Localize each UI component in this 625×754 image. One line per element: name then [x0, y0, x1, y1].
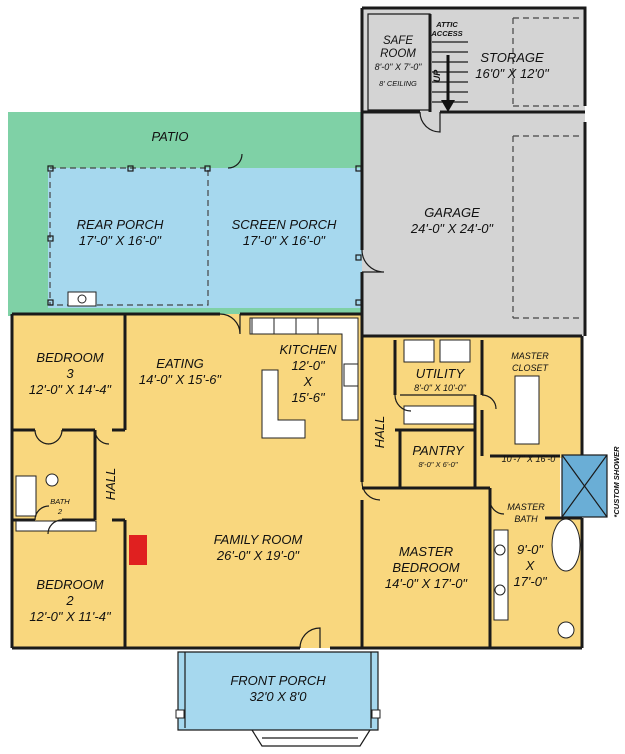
bedroom2-dims: 12'-0" X 11'-4" — [29, 609, 112, 624]
safe-room-ceiling: 8' CEILING — [379, 79, 417, 88]
safe-room-dims: 8'-0" X 7'-0" — [375, 62, 423, 72]
front-porch-label: FRONT PORCH — [230, 673, 326, 688]
bedroom3-dims: 12'-0" X 14'-4" — [29, 382, 113, 397]
bedroom2-label-1: BEDROOM — [36, 577, 103, 592]
eating-label: EATING — [156, 356, 203, 371]
area-fills — [8, 8, 607, 730]
pantry-label: PANTRY — [412, 443, 465, 458]
garage-area — [362, 8, 585, 336]
garage-label: GARAGE — [424, 205, 480, 220]
eating-dims: 14'-0" X 15'-6" — [139, 372, 223, 387]
bath2-label-1: BATH — [50, 497, 70, 506]
front-porch-area — [178, 652, 378, 730]
storage-label: STORAGE — [480, 50, 544, 65]
master-closet-label-2: CLOSET — [512, 363, 550, 373]
hall-center-label: HALL — [372, 416, 387, 449]
utility-dims: 8'-0" X 10'-0" — [414, 383, 467, 393]
utility-label: UTILITY — [416, 366, 466, 381]
master-closet-label-1: MASTER — [511, 351, 549, 361]
rear-porch-area — [48, 168, 208, 308]
safe-room-label-1: SAFE — [383, 35, 413, 47]
living-area — [12, 314, 582, 648]
patio-label: PATIO — [151, 129, 188, 144]
stair-up-label: UP — [432, 69, 442, 82]
storage-dims: 16'0" X 12'0" — [475, 66, 550, 81]
bath2-label-2: 2 — [57, 507, 63, 516]
doors — [34, 111, 505, 649]
master-bath-label-2: BATH — [514, 514, 538, 524]
fireplace — [129, 535, 147, 565]
details — [15, 17, 608, 639]
master-bedroom-label-1: MASTER — [399, 544, 453, 559]
bedroom3-label-2: 3 — [66, 366, 74, 381]
kitchen-dim-2: 15'-6" — [291, 390, 326, 405]
screen-porch-area — [208, 168, 362, 308]
family-room-dims: 26'-0" X 19'-0" — [216, 548, 301, 563]
hall-left-label: HALL — [103, 468, 118, 501]
custom-shower-label: *CUSTOM SHOWER — [612, 446, 621, 518]
pantry-dims: 8'-0" X 6'-0" — [418, 460, 457, 469]
garage-dims: 24'-0" X 24'-0" — [410, 221, 495, 236]
rear-porch-label: REAR PORCH — [77, 217, 164, 232]
master-closet-dims: 10'-7" X 16'-0" — [502, 454, 560, 464]
front-porch-dims: 32'0 X 8'0 — [249, 689, 307, 704]
master-bedroom-label-2: BEDROOM — [392, 560, 459, 575]
attic-access-label-1: ATTIC — [435, 20, 458, 29]
family-room-label: FAMILY ROOM — [214, 532, 303, 547]
bedroom2-label-2: 2 — [65, 593, 74, 608]
kitchen-label: KITCHEN — [279, 342, 337, 357]
rear-porch-dims: 17'-0" X 16'-0" — [79, 233, 163, 248]
labels: PATIO REAR PORCH 17'-0" X 16'-0" SCREEN … — [29, 20, 621, 704]
screen-porch-dims: 17'-0" X 16'-0" — [243, 233, 327, 248]
master-bath-dim-1: 9'-0" — [517, 542, 544, 557]
walls — [10, 6, 587, 650]
safe-room-label-2: ROOM — [380, 48, 416, 60]
master-bath-dim-2: 17'-0" — [513, 574, 548, 589]
kitchen-dim-1: 12'-0" — [291, 358, 326, 373]
master-bath-x: X — [525, 558, 536, 573]
front-porch-structure — [175, 651, 381, 747]
master-bath-label-1: MASTER — [507, 502, 545, 512]
kitchen-x: X — [303, 374, 314, 389]
master-bedroom-dims: 14'-0" X 17'-0" — [385, 576, 469, 591]
bedroom3-label-1: BEDROOM — [36, 350, 103, 365]
attic-access-label-2: ACCESS — [430, 29, 462, 38]
screen-porch-label: SCREEN PORCH — [232, 217, 337, 232]
